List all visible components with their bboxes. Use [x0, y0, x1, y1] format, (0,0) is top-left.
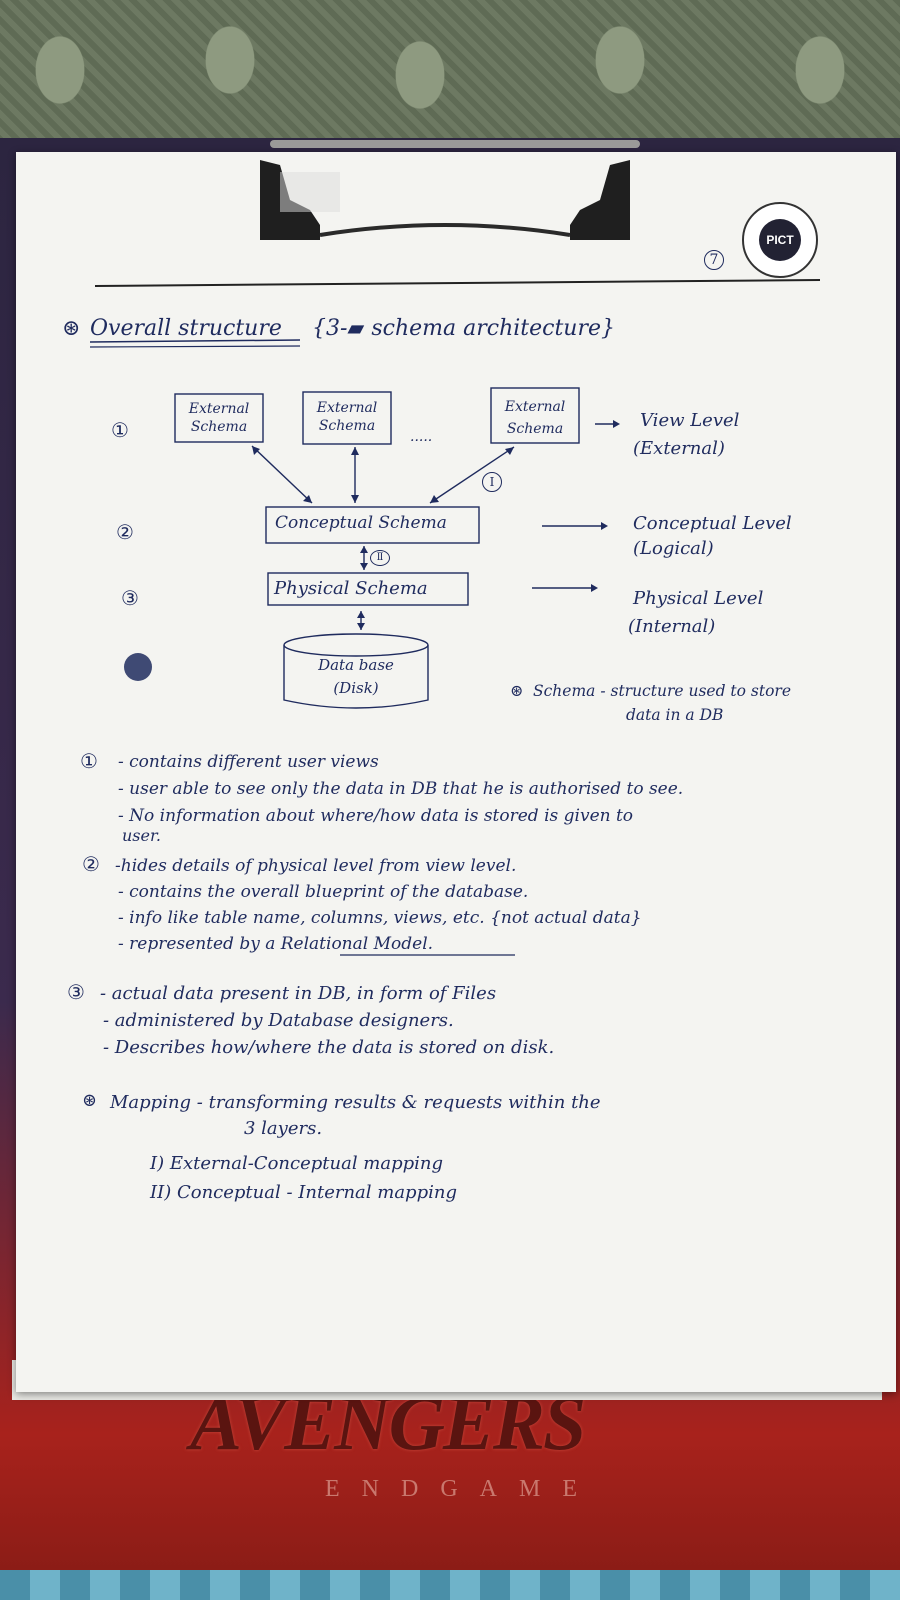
notebook-page	[16, 152, 896, 1392]
physical-schema: Physical Schema	[274, 578, 428, 599]
note-3-line-3: - Describes how/where the data is stored…	[103, 1037, 555, 1058]
title-bullet: ⊛	[62, 316, 81, 341]
banner-subtitle: ENDGAME	[325, 1476, 599, 1502]
ellipsis: .....	[410, 429, 433, 445]
mapping-item-2: II) Conceptual - Internal mapping	[150, 1182, 457, 1203]
title-brace: {3-▰ schema architecture}	[312, 316, 615, 341]
binder-clip	[260, 140, 640, 240]
physical-level-sub: (Internal)	[628, 616, 716, 637]
level-marker-3: ③	[121, 586, 139, 610]
schema-note-line1: Schema - structure used to store	[533, 682, 792, 700]
mapping-line-2: 3 layers.	[244, 1118, 323, 1139]
note-1-marker: ①	[80, 749, 98, 773]
schema-note-bullet: ⊛	[510, 681, 524, 700]
database: Data base (Disk)	[318, 656, 394, 697]
conceptual-level: Conceptual Level	[633, 513, 792, 534]
note-3-marker: ③	[67, 980, 85, 1004]
note-2-line-1: -hides details of physical level from vi…	[115, 856, 517, 876]
conceptual-schema: Conceptual Schema	[275, 513, 447, 533]
note-2-line-2: - contains the overall blueprint of the …	[118, 882, 529, 902]
view-level: View Level	[640, 410, 740, 431]
page-number: 7	[704, 250, 724, 270]
level-marker-2: ②	[116, 520, 134, 544]
background-fabric-bottom	[0, 1570, 900, 1600]
mapping-bullet: ⊛	[82, 1090, 98, 1111]
mapping-line-1: Mapping - transforming results & request…	[110, 1092, 601, 1113]
external-schema-3: External Schema	[504, 399, 566, 438]
level-marker-1: ①	[111, 418, 129, 442]
physical-level: Physical Level	[633, 588, 764, 609]
schema-note-line2: data in a DB	[626, 706, 724, 724]
note-1-line-1: - contains different user views	[118, 752, 379, 772]
note-3-line-2: - administered by Database designers.	[103, 1010, 454, 1031]
note-2-line-4: - represented by a Relational Model.	[118, 934, 434, 954]
note-3-line-1: - actual data present in DB, in form of …	[100, 983, 497, 1004]
mapping-mark-1: Ⅰ	[482, 472, 502, 492]
note-1-line-4: user.	[122, 826, 161, 845]
background-fabric	[0, 0, 900, 160]
page-title: Overall structure	[90, 316, 282, 341]
external-schema-2: External Schema	[316, 400, 378, 435]
mapping-item-1: I) External-Conceptual mapping	[150, 1153, 444, 1174]
note-2-line-3: - info like table name, columns, views, …	[118, 908, 642, 928]
mapping-mark-2: Ⅱ	[370, 550, 390, 566]
view-level-sub: (External)	[633, 438, 725, 459]
external-schema-1: External Schema	[188, 401, 250, 436]
note-1-line-3: - No information about where/how data is…	[118, 806, 634, 826]
note-1-line-2: - user able to see only the data in DB t…	[118, 779, 684, 799]
conceptual-level-sub: (Logical)	[633, 538, 714, 559]
note-2-marker: ②	[82, 852, 100, 876]
logo-text: PICT	[759, 219, 801, 261]
college-logo: PICT	[742, 202, 818, 278]
